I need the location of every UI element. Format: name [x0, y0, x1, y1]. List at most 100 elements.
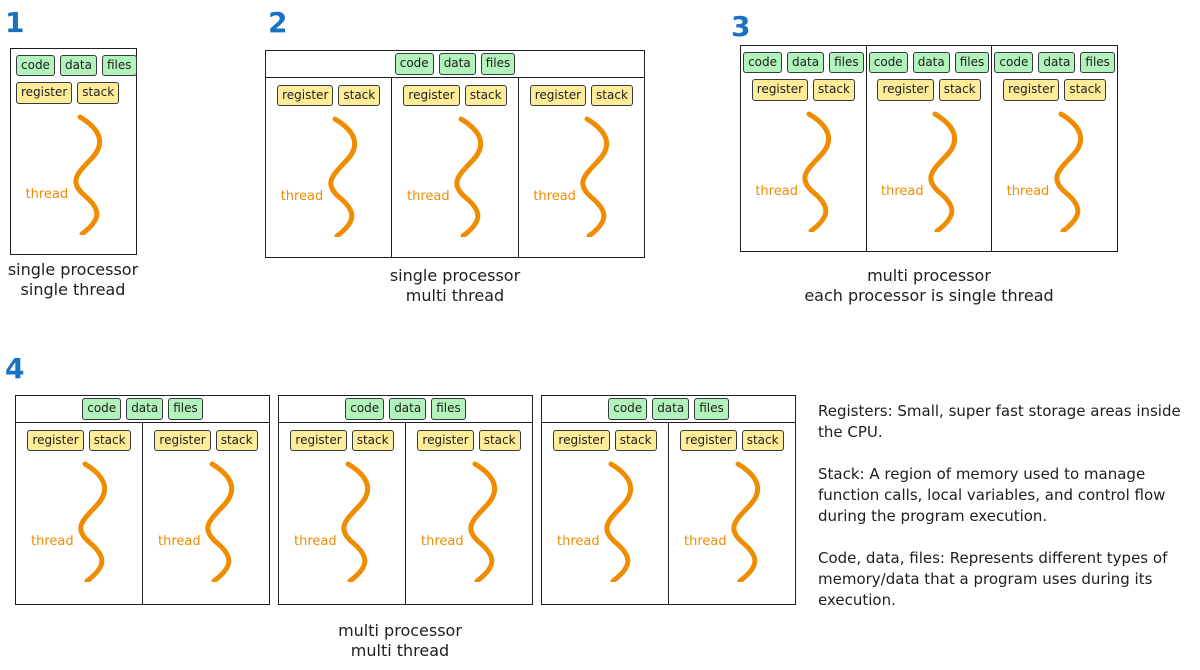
thread-curve-icon — [327, 116, 357, 238]
code-chip: code — [868, 52, 908, 74]
cpu-chips-row: register stack — [279, 430, 405, 452]
cpu-chips-row: register stack — [143, 430, 269, 452]
thread-column: register stack thread — [279, 423, 405, 604]
files-chip: files — [431, 398, 466, 420]
thread-label: thread — [406, 189, 450, 205]
diagram-3-processors: code data files register stack thread co… — [740, 45, 1118, 252]
stack-chip: stack — [813, 79, 855, 101]
register-chip: register — [403, 85, 460, 107]
thread-columns: register stack thread register stack thr… — [542, 423, 795, 604]
memory-chips-row: code data files — [868, 52, 990, 74]
code-chip: code — [394, 53, 434, 75]
thread: thread — [1005, 110, 1105, 232]
thread-label: thread — [158, 534, 201, 550]
caption-line: multi thread — [405, 286, 505, 306]
thread: thread — [682, 460, 782, 583]
thread-curve-icon — [78, 461, 108, 583]
stack-chip: stack — [77, 82, 120, 104]
thread-column: register stack thread — [542, 423, 668, 604]
processor-box: code data files register stack thread re… — [541, 395, 796, 605]
thread-curve-icon — [454, 116, 484, 238]
thread-label: thread — [421, 534, 464, 550]
caption-line: single processor — [389, 266, 521, 285]
code-chip: code — [345, 398, 385, 420]
diagram-2-number: 2 — [268, 6, 288, 39]
cpu-chips-row: register stack — [392, 85, 517, 107]
diagram-4-number: 4 — [5, 352, 25, 385]
diagram-3-number: 3 — [731, 10, 751, 43]
thread-column: register stack thread — [517, 78, 644, 257]
thread-curve-icon — [341, 461, 371, 583]
code-chip: code — [743, 52, 783, 74]
data-chip: data — [438, 53, 476, 75]
cpu-chips-row: register stack — [16, 82, 131, 104]
data-chip: data — [912, 52, 950, 74]
data-chip: data — [389, 398, 427, 420]
data-chip: data — [59, 55, 97, 77]
processor-cell: code data files register stack thread — [991, 46, 1117, 251]
thread-column: register stack thread — [266, 78, 391, 257]
caption-line: each processor is single thread — [804, 286, 1054, 306]
register-chip: register — [529, 85, 587, 107]
shared-memory-header: code data files — [16, 396, 269, 423]
caption-line: single thread — [20, 280, 126, 300]
stack-chip: stack — [1064, 79, 1107, 101]
processor-box: code data files register stack thread re… — [15, 395, 270, 605]
stack-definition: Stack: A region of memory used to manage… — [818, 465, 1166, 525]
register-chip: register — [277, 85, 334, 107]
cpu-chips-row: register stack — [871, 79, 988, 101]
thread-curve-icon — [928, 111, 958, 232]
stack-chip: stack — [591, 85, 633, 107]
files-chip: files — [694, 398, 729, 420]
stack-chip: stack — [338, 85, 381, 107]
shared-memory-header: code data files — [279, 396, 532, 423]
thread-columns: register stack thread register stack thr… — [16, 423, 269, 604]
thread-label: thread — [684, 534, 727, 550]
thread-column: register stack thread — [142, 423, 269, 604]
stack-chip: stack — [351, 430, 394, 452]
diagram-1-number: 1 — [5, 6, 25, 39]
thread: thread — [879, 110, 979, 232]
data-chip: data — [652, 398, 690, 420]
register-chip: register — [16, 82, 73, 104]
stack-chip: stack — [614, 430, 657, 452]
code-chip: code — [608, 398, 648, 420]
caption-line: multi processor — [867, 266, 991, 285]
code-chip: code — [994, 52, 1034, 74]
thread-curve-icon — [802, 111, 832, 232]
register-chip: register — [680, 430, 737, 452]
data-chip: data — [787, 52, 825, 74]
thread-columns: register stack thread register stack thr… — [279, 423, 532, 604]
thread-label: thread — [881, 183, 924, 199]
files-chip: files — [829, 52, 864, 74]
register-chip: register — [417, 430, 474, 452]
data-chip: data — [126, 398, 164, 420]
shared-memory-header: code data files — [266, 51, 644, 78]
thread: thread — [24, 113, 124, 235]
code-chip: code — [16, 55, 55, 77]
diagram-1-caption: single processor single thread — [0, 260, 173, 301]
diagram-2-caption: single processor multi thread — [305, 266, 605, 307]
cpu-chips-row: register stack — [519, 85, 644, 107]
register-chip: register — [877, 79, 934, 101]
thread-label: thread — [755, 183, 798, 199]
thread-label: thread — [31, 534, 74, 550]
thread-curve-icon — [731, 461, 761, 583]
diagram-2-processor-box: code data files register stack thread re… — [265, 50, 645, 258]
files-chip: files — [480, 53, 516, 75]
thread-column: register stack thread — [391, 78, 517, 257]
diagram-3-caption: multi processor each processor is single… — [749, 266, 1109, 307]
stack-chip: stack — [741, 430, 784, 452]
code-chip: code — [82, 398, 122, 420]
files-chip: files — [1080, 52, 1115, 74]
diagram-1-processor-box: code data files register stack thread — [10, 48, 137, 255]
cpu-chips-row: register stack — [669, 430, 795, 452]
thread: thread — [555, 460, 655, 583]
cpu-chips-row: register stack — [542, 430, 668, 452]
thread: thread — [156, 460, 256, 583]
thread: thread — [419, 460, 519, 583]
thread-label: thread — [294, 534, 337, 550]
diagram-4-processors: code data files register stack thread re… — [15, 395, 796, 605]
thread-curve-icon — [72, 114, 102, 235]
definitions-notes: Registers: Small, super fast storage are… — [818, 401, 1192, 632]
